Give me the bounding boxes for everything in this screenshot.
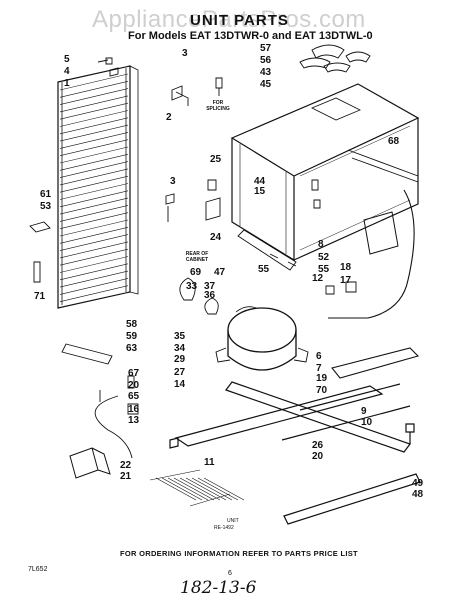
condenser-coil bbox=[57, 65, 139, 309]
callout-16: 16 bbox=[128, 404, 140, 415]
wire-harness bbox=[61, 343, 139, 459]
page-number: 6 bbox=[228, 570, 232, 577]
callout-26: 26 bbox=[312, 440, 324, 451]
callout-68: 68 bbox=[388, 136, 400, 147]
callout-15: 15 bbox=[254, 186, 266, 197]
callout-44: 44 bbox=[254, 176, 266, 187]
callout-3: 3 bbox=[182, 48, 188, 59]
callout-61: 61 bbox=[40, 189, 52, 200]
callout-33: 33 bbox=[186, 281, 198, 292]
note-unit-label: UNIT bbox=[227, 518, 239, 524]
callout-36: 36 bbox=[204, 290, 216, 301]
callout-27: 27 bbox=[174, 367, 186, 378]
coil-brackets bbox=[29, 57, 189, 283]
callout-10: 10 bbox=[361, 417, 373, 428]
callout-55: 55 bbox=[258, 264, 270, 275]
handwritten-note: 182-13-6 bbox=[180, 578, 257, 598]
callout-12: 12 bbox=[312, 273, 324, 284]
callout-18: 18 bbox=[340, 262, 352, 273]
note-rear-of-cabinet: REAR OF CABINET bbox=[185, 251, 209, 263]
callout-5: 5 bbox=[64, 54, 70, 65]
base-frame bbox=[169, 381, 421, 525]
condenser-tubes bbox=[149, 469, 245, 507]
callout-19: 19 bbox=[316, 373, 328, 384]
callout-70: 70 bbox=[316, 385, 328, 396]
fasteners bbox=[205, 77, 357, 295]
callout-11: 11 bbox=[204, 457, 215, 468]
callout-34: 34 bbox=[174, 343, 186, 354]
callout-24: 24 bbox=[210, 232, 222, 243]
callout-48: 48 bbox=[412, 489, 424, 500]
callout-9: 9 bbox=[361, 406, 367, 417]
compressor bbox=[179, 277, 309, 371]
ordering-footer: FOR ORDERING INFORMATION REFER TO PARTS … bbox=[120, 549, 358, 558]
model-subtitle: For Models EAT 13DTWR-0 and EAT 13DTWL-0 bbox=[128, 30, 373, 42]
callout-7: 7 bbox=[316, 363, 322, 374]
callout-69: 69 bbox=[190, 267, 202, 278]
callout-57: 57 bbox=[260, 43, 272, 54]
callout-56: 56 bbox=[260, 55, 272, 66]
callout-25: 25 bbox=[210, 154, 222, 165]
callout-65: 65 bbox=[128, 391, 140, 402]
callout-71: 71 bbox=[34, 291, 46, 302]
cabinet-frame bbox=[230, 83, 420, 271]
note-unit-number: RE-1492 bbox=[214, 525, 234, 531]
callout-63: 63 bbox=[126, 343, 138, 354]
callout-67: 67 bbox=[128, 368, 140, 379]
callout-43: 43 bbox=[260, 67, 272, 78]
note-for-splicing: FOR SPLICING bbox=[206, 100, 230, 112]
callout-58: 58 bbox=[126, 319, 138, 330]
callout-20: 20 bbox=[312, 451, 324, 462]
callout-53: 53 bbox=[40, 201, 52, 212]
callout-14: 14 bbox=[174, 379, 186, 390]
callout-21: 21 bbox=[120, 471, 132, 482]
callout-55: 55 bbox=[318, 264, 330, 275]
callout-45: 45 bbox=[260, 79, 272, 90]
callout-2: 2 bbox=[166, 112, 172, 123]
callout-59: 59 bbox=[126, 331, 138, 342]
callout-35: 35 bbox=[174, 331, 186, 342]
diagram-title: UNIT PARTS bbox=[190, 12, 289, 29]
top-brackets bbox=[299, 44, 371, 73]
callout-13: 13 bbox=[128, 415, 140, 426]
callout-4: 4 bbox=[64, 66, 70, 77]
watermark: AppliancePartsPros.com bbox=[92, 6, 366, 33]
callout-3: 3 bbox=[170, 176, 176, 187]
callout-49: 49 bbox=[412, 478, 424, 489]
callout-20: 20 bbox=[128, 380, 140, 391]
electrical-box bbox=[363, 211, 399, 255]
callout-22: 22 bbox=[120, 460, 132, 471]
callout-47: 47 bbox=[214, 267, 226, 278]
relay-bracket bbox=[69, 447, 111, 479]
callout-8: 8 bbox=[318, 239, 324, 250]
callout-52: 52 bbox=[318, 252, 330, 263]
document-code: 7L652 bbox=[28, 566, 48, 573]
callout-37: 37 bbox=[204, 281, 216, 292]
callout-29: 29 bbox=[174, 354, 186, 365]
callout-17: 17 bbox=[340, 275, 352, 286]
refrigerant-tubing bbox=[328, 189, 420, 379]
callout-1: 1 bbox=[64, 78, 70, 89]
callout-6: 6 bbox=[316, 351, 322, 362]
